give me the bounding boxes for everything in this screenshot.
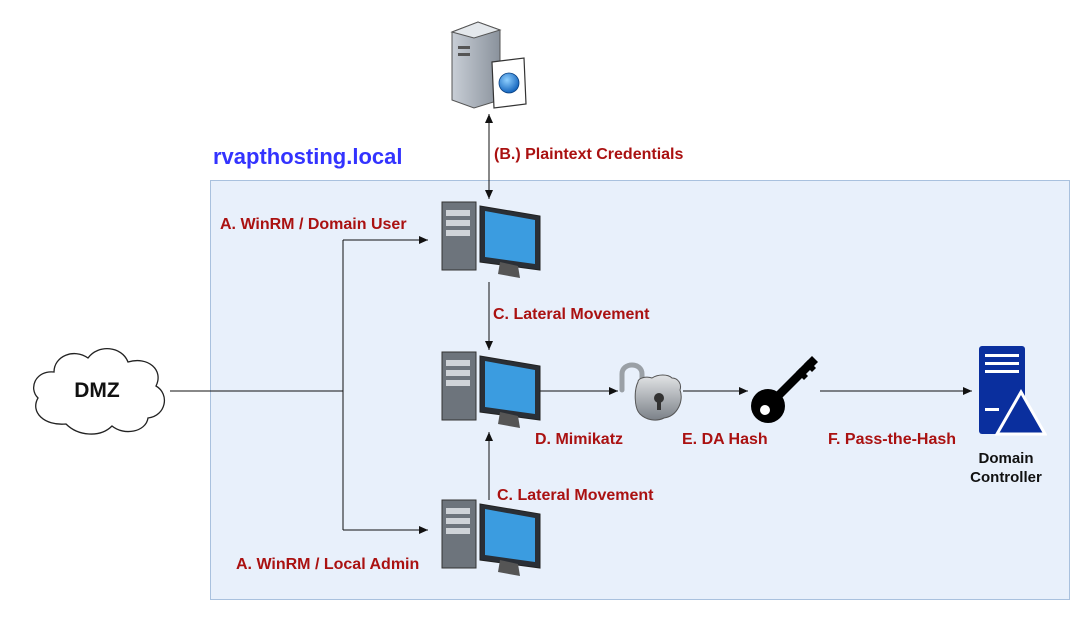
label-winrm-local-admin: A. WinRM / Local Admin <box>236 556 420 573</box>
dc-label-line2: Controller <box>970 469 1042 486</box>
label-mimikatz: D. Mimikatz <box>535 431 624 448</box>
label-lateral-movement-bottom: C. Lateral Movement <box>497 487 654 504</box>
domain-title: rvapthosting.local <box>213 144 403 169</box>
label-lateral-movement-top: C. Lateral Movement <box>493 306 650 323</box>
cloud-icon <box>33 348 166 435</box>
domain-controller-label: Domain Controller <box>960 449 1052 487</box>
workstation-icon <box>441 499 541 576</box>
label-da-hash: E. DA Hash <box>682 431 768 448</box>
dc-label-line1: Domain <box>978 450 1034 467</box>
open-padlock-icon <box>619 362 682 421</box>
label-plaintext-credentials: (B.) Plaintext Credentials <box>494 146 684 163</box>
workstation-icon <box>441 351 541 428</box>
key-icon <box>751 356 818 423</box>
workstation-icon <box>441 201 541 278</box>
dmz-label: DMZ <box>74 379 120 402</box>
label-pass-the-hash: F. Pass-the-Hash <box>828 431 957 448</box>
domain-controller-icon <box>979 346 1047 436</box>
label-winrm-domain-user: A. WinRM / Domain User <box>220 216 407 233</box>
file-server-icon <box>450 21 527 109</box>
